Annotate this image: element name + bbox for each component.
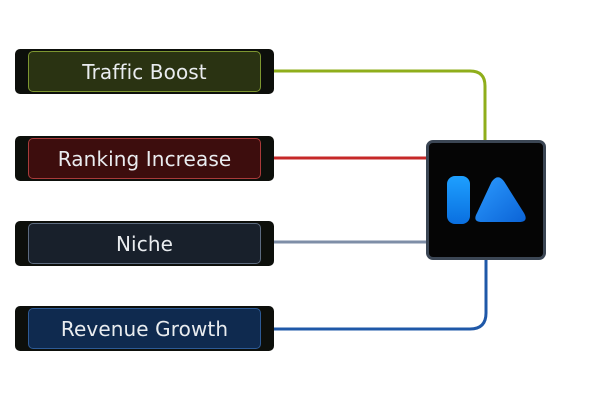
node-tab (261, 138, 274, 179)
node-label: Ranking Increase (57, 146, 232, 171)
node-label: Revenue Growth (60, 316, 229, 341)
node-label: Traffic Boost (82, 59, 207, 84)
node-ranking-increase: Ranking Increase (15, 136, 274, 181)
node-box: Traffic Boost (28, 51, 261, 92)
node-box: Ranking Increase (28, 138, 261, 179)
node-tab (261, 223, 274, 264)
node-revenue-growth: Revenue Growth (15, 306, 274, 351)
node-niche: Niche (15, 221, 274, 266)
connector-revenue-growth (274, 258, 488, 331)
connector-traffic-boost (274, 69, 487, 142)
node-box: Revenue Growth (28, 308, 261, 349)
node-tab (261, 51, 274, 92)
node-tab (261, 308, 274, 349)
logo-icon (447, 176, 526, 224)
node-box: Niche (28, 223, 261, 264)
node-label: Niche (116, 231, 173, 256)
hub-node (426, 140, 546, 260)
node-traffic-boost: Traffic Boost (15, 49, 274, 94)
